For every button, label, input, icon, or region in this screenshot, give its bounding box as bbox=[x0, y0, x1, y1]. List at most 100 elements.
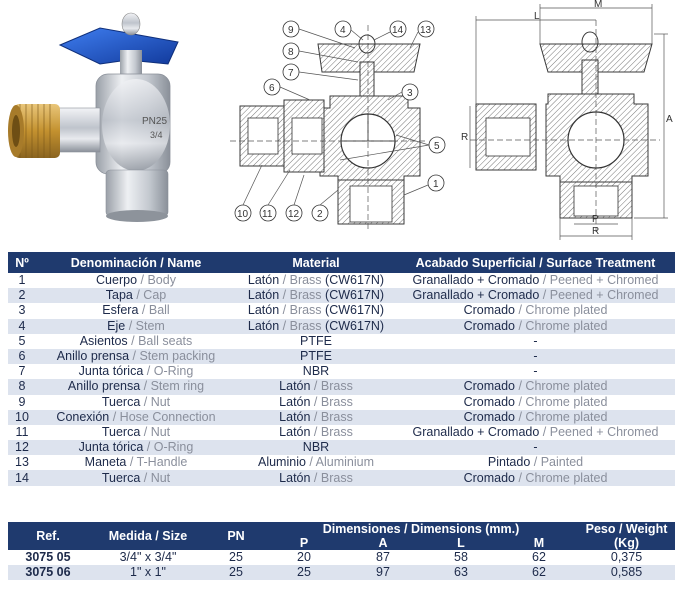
separator: / bbox=[132, 288, 144, 303]
cell-num: 2 bbox=[8, 288, 36, 304]
cell-finish: Cromado / Chrome plated bbox=[396, 318, 675, 334]
value-es: Asientos bbox=[79, 333, 128, 348]
dimension-drawing: M L A R P R bbox=[461, 0, 673, 240]
cell-name: Cuerpo / Body bbox=[36, 273, 236, 289]
value-es: Junta tórica bbox=[78, 364, 144, 379]
header-num: Nº bbox=[8, 252, 36, 273]
cell-name: Junta tórica / O-Ring bbox=[36, 440, 236, 456]
value-en: Painted bbox=[540, 455, 584, 470]
cell-name: Asientos / Ball seats bbox=[36, 333, 236, 349]
cell-size: 3/4" x 3/4" bbox=[88, 550, 208, 565]
cell-name: Conexión / Hose Connection bbox=[36, 409, 236, 425]
cell-name: Tuerca / Nut bbox=[36, 424, 236, 441]
cell-name: Maneta / T-Handle bbox=[36, 455, 236, 471]
value-en: Peened + Chromed bbox=[549, 424, 659, 439]
callout-2: 2 bbox=[317, 209, 323, 220]
dim-label-a: A bbox=[666, 114, 673, 125]
value-code: (CW617N) bbox=[325, 303, 385, 318]
cell-finish: - bbox=[396, 348, 675, 365]
value-es: Anillo prensa bbox=[56, 349, 130, 364]
value-es: - bbox=[533, 440, 538, 455]
value-en: O-Ring bbox=[153, 364, 194, 379]
separator: / bbox=[279, 288, 290, 303]
cell-num: 1 bbox=[8, 273, 36, 289]
value-es: PTFE bbox=[300, 333, 332, 348]
value-es: Conexión bbox=[56, 409, 110, 424]
value-es: Cromado bbox=[463, 409, 515, 424]
value-es: Cromado bbox=[463, 470, 515, 485]
cell-material: Latón / Brass bbox=[236, 470, 396, 486]
separator: / bbox=[539, 273, 550, 288]
value-es: Latón bbox=[279, 424, 311, 439]
separator: / bbox=[126, 455, 137, 470]
value-en: Brass bbox=[289, 318, 322, 333]
value-en: T-Handle bbox=[136, 455, 188, 470]
value-es: Tuerca bbox=[101, 424, 141, 439]
value-code: (CW617N) bbox=[325, 273, 385, 288]
section-drawing bbox=[230, 25, 425, 230]
product-photo: PN25 3/4 bbox=[8, 12, 179, 222]
cell-finish: Cromado / Chrome plated bbox=[396, 303, 675, 319]
cell-finish: Pintado / Painted bbox=[396, 455, 675, 471]
callout-6: 6 bbox=[269, 83, 275, 94]
separator: / bbox=[140, 424, 151, 439]
cell-finish: Granallado + Cromado / Peened + Chromed bbox=[396, 273, 675, 289]
separator: / bbox=[515, 379, 526, 394]
cell-size: 1" x 1" bbox=[88, 565, 208, 580]
cell-num: 4 bbox=[8, 318, 36, 334]
cell-weight: 0,375 bbox=[578, 550, 676, 565]
value-es: Granallado + Cromado bbox=[412, 288, 540, 303]
header-ref: Ref. bbox=[8, 522, 88, 550]
value-es: Latón bbox=[247, 288, 280, 303]
value-es: - bbox=[533, 349, 538, 364]
cell-num: 6 bbox=[8, 348, 36, 365]
value-es: Cuerpo bbox=[96, 273, 138, 288]
value-en: Brass bbox=[320, 409, 353, 424]
cell-material: PTFE bbox=[236, 333, 396, 349]
value-en: Brass bbox=[320, 394, 353, 409]
cell-m: 62 bbox=[500, 550, 579, 565]
cell-num: 3 bbox=[8, 303, 36, 319]
separator: / bbox=[515, 303, 526, 318]
value-en: Stem packing bbox=[139, 349, 216, 364]
value-es: Cromado bbox=[463, 318, 515, 333]
value-en: Ball bbox=[148, 303, 170, 318]
value-es: Latón bbox=[279, 379, 311, 394]
value-code: (CW617N) bbox=[325, 288, 385, 303]
callout-3: 3 bbox=[407, 88, 413, 99]
value-es: Anillo prensa bbox=[67, 379, 141, 394]
header-size: Medida / Size bbox=[88, 522, 208, 550]
separator: / bbox=[140, 379, 151, 394]
value-en: Stem bbox=[135, 318, 165, 333]
value-es: Maneta bbox=[84, 455, 127, 470]
dims-header-row-1: Ref. Medida / Size PN Dimensiones / Dime… bbox=[8, 522, 676, 550]
header-weight: Peso / Weight bbox=[578, 522, 676, 536]
separator: / bbox=[539, 424, 550, 439]
cell-weight: 0,585 bbox=[578, 565, 676, 580]
value-en: Body bbox=[147, 273, 176, 288]
value-en: Brass bbox=[320, 470, 353, 485]
dim-label-r-left: R bbox=[461, 132, 468, 143]
separator: / bbox=[138, 303, 149, 318]
header-dimensions: Dimensiones / Dimensions (mm.) bbox=[264, 522, 579, 536]
separator: / bbox=[129, 349, 140, 364]
value-es: Pintado bbox=[487, 455, 531, 470]
cell-material: NBR bbox=[236, 364, 396, 380]
dimensions-table: Ref. Medida / Size PN Dimensiones / Dime… bbox=[8, 522, 676, 580]
value-es: Latón bbox=[279, 394, 311, 409]
separator: / bbox=[140, 394, 151, 409]
separator: / bbox=[125, 318, 136, 333]
value-en: Peened + Chromed bbox=[549, 273, 659, 288]
value-es: Latón bbox=[279, 409, 311, 424]
value-es: - bbox=[533, 333, 538, 348]
value-es: Granallado + Cromado bbox=[412, 273, 540, 288]
separator: / bbox=[137, 273, 148, 288]
separator: / bbox=[515, 470, 526, 485]
